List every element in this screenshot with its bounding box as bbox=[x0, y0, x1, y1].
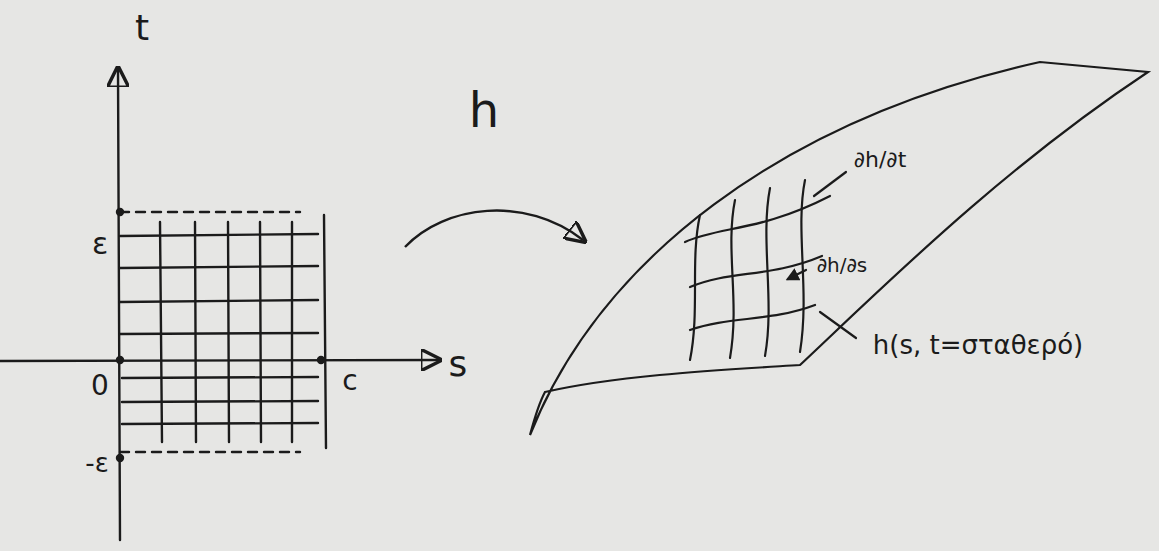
grid-line bbox=[122, 401, 318, 402]
tick-dot bbox=[117, 209, 123, 215]
axis-label: t bbox=[135, 8, 149, 48]
surface-curve bbox=[690, 256, 822, 287]
tick-label: c bbox=[342, 366, 357, 397]
tick-label: 0 bbox=[91, 371, 109, 402]
tick-dot bbox=[318, 357, 324, 363]
tick-dot bbox=[117, 357, 123, 363]
grid-line bbox=[260, 222, 261, 442]
bound-line bbox=[120, 451, 300, 453]
vector-label: ∂h/∂s bbox=[817, 254, 868, 276]
grid-line bbox=[120, 333, 318, 334]
surface-curve bbox=[690, 305, 815, 330]
curve-label: h(s, t=σταθερό) bbox=[873, 331, 1083, 360]
leader-line bbox=[814, 172, 846, 196]
axis-label: s bbox=[449, 344, 468, 384]
map-label: h bbox=[469, 84, 499, 137]
surface-curve bbox=[685, 196, 830, 242]
grid-line bbox=[228, 222, 229, 442]
s-axis bbox=[0, 360, 438, 361]
grid-line bbox=[195, 222, 196, 442]
grid-line bbox=[122, 377, 318, 378]
bound-line bbox=[120, 211, 300, 213]
tick-dot bbox=[117, 455, 123, 461]
leader-line bbox=[820, 312, 856, 338]
leader-line bbox=[788, 270, 806, 279]
map-arrow bbox=[405, 211, 583, 247]
grid-line bbox=[160, 222, 162, 442]
vector-label: ∂h/∂t bbox=[854, 148, 907, 172]
grid-line bbox=[120, 266, 318, 268]
surface-curve bbox=[800, 180, 805, 352]
surface-curve bbox=[730, 200, 735, 358]
surface bbox=[530, 62, 1148, 435]
t-axis bbox=[118, 70, 120, 540]
grid-line bbox=[120, 300, 318, 302]
tick-label: -ε bbox=[85, 449, 108, 478]
grid-line bbox=[120, 234, 318, 236]
tick-label: ε bbox=[92, 227, 108, 260]
domain-plane bbox=[0, 70, 438, 540]
grid-line bbox=[324, 215, 326, 448]
grid-line bbox=[122, 423, 318, 424]
surface-outline bbox=[530, 62, 1148, 435]
